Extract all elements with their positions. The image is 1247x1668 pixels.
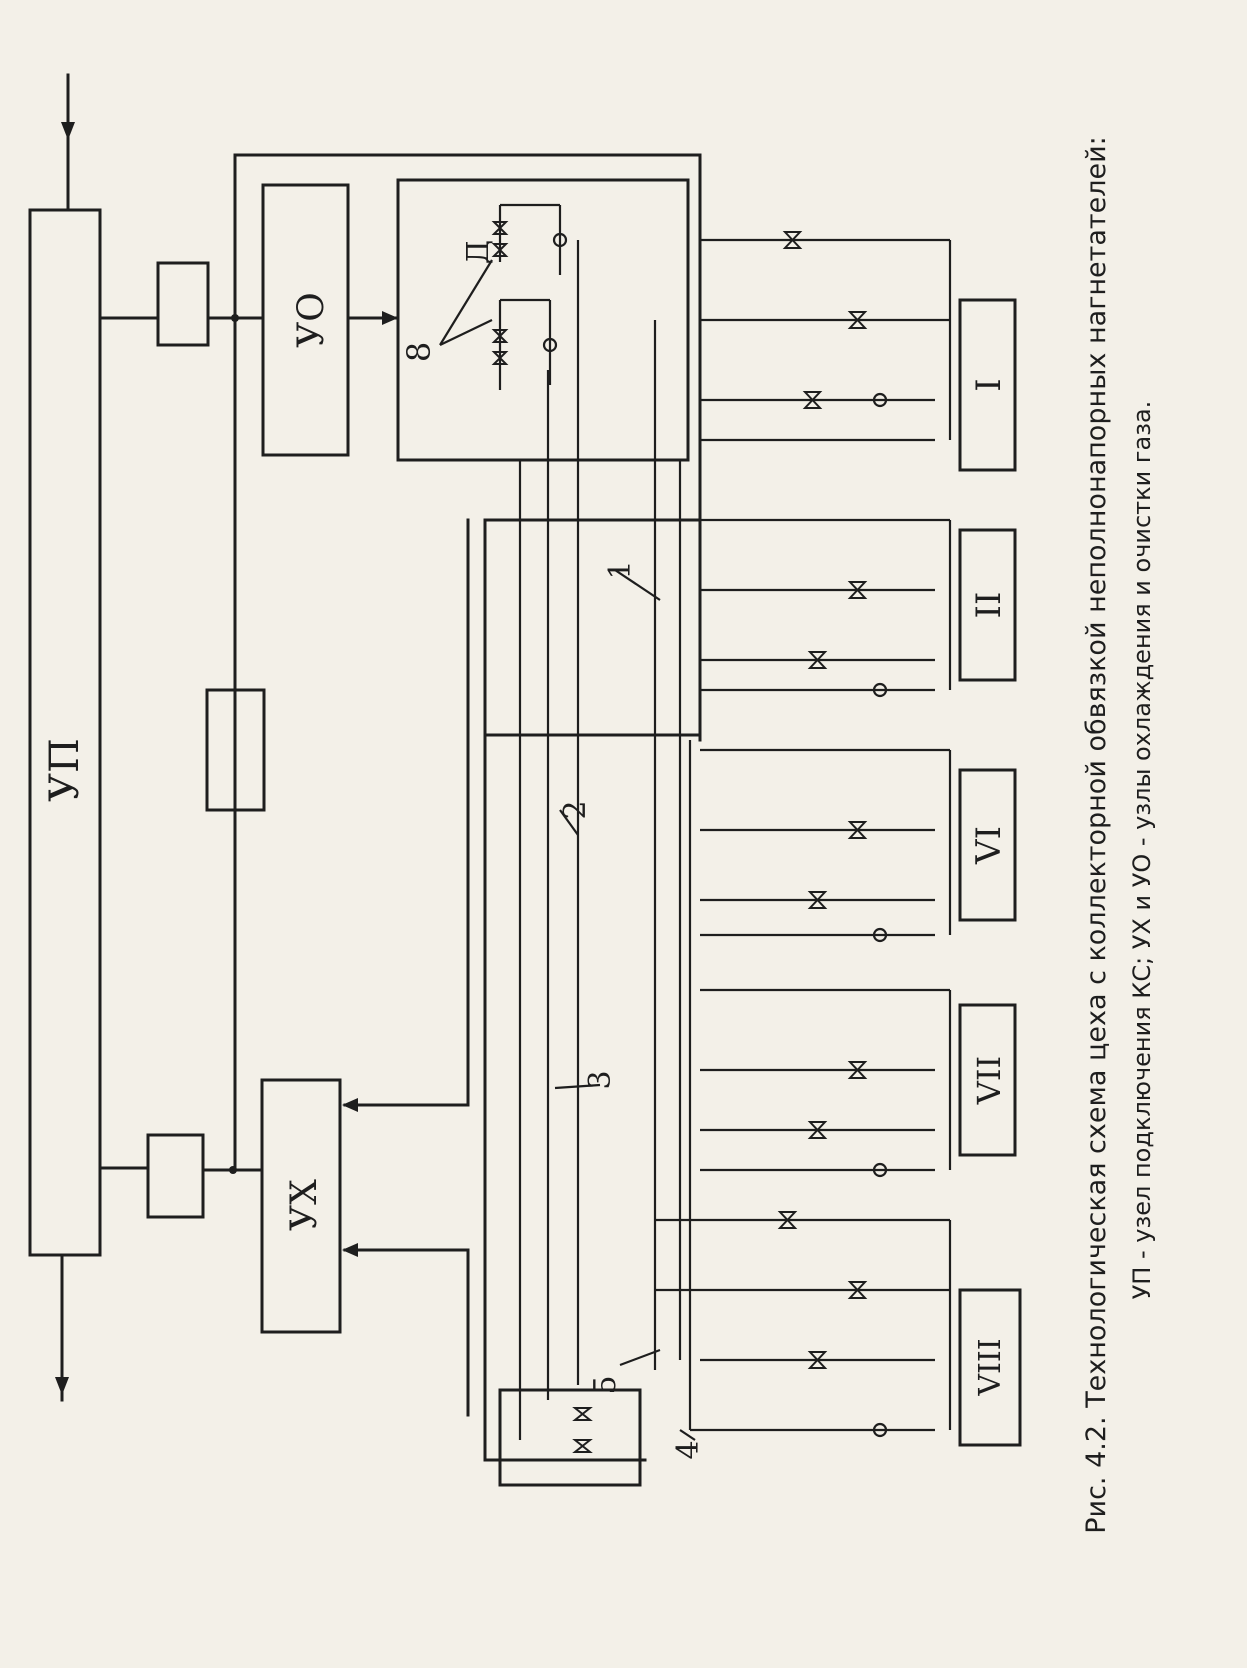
unit-VIII-label: VIII xyxy=(973,1338,1008,1396)
arrow-ux-in-b xyxy=(342,1243,358,1257)
arrow-uo-out xyxy=(382,311,398,325)
gate-valve-b1 xyxy=(491,329,509,343)
uo-box xyxy=(261,183,350,457)
figure-caption-line2: УП - узел подключения КС; УХ и УО - узлы… xyxy=(1128,401,1156,1300)
junction-bottom xyxy=(229,1166,237,1174)
unit-II-string: II xyxy=(700,518,1017,698)
valve-group-8: 8 Д xyxy=(396,178,690,462)
gate-valve-a2 xyxy=(491,243,509,257)
collectors-group: 1 2 3 5 4 xyxy=(483,240,706,1462)
unit-I-check xyxy=(872,392,888,408)
label-1: 1 xyxy=(603,560,638,579)
leader-1 xyxy=(614,569,661,601)
unit-I-gate-2 xyxy=(847,311,868,329)
unit-VI-box xyxy=(958,768,1017,922)
unit-VIII-gate-3 xyxy=(807,1351,828,1369)
unit-VI-string: VI xyxy=(700,748,1017,943)
unit-I-gate-3 xyxy=(802,391,823,409)
unit-I-string: I xyxy=(700,231,1017,472)
valve-box-top xyxy=(156,261,210,347)
unit-VI-label: VI xyxy=(969,826,1009,865)
unit-VIII-string: VIII xyxy=(655,1211,1022,1447)
valve-block-box xyxy=(396,178,690,462)
header-up-box xyxy=(28,208,102,1257)
uo-label: УО xyxy=(291,292,332,348)
leader-4 xyxy=(679,1429,696,1441)
figure-caption-line1: Рис. 4.2. Технологическая схема цеха с к… xyxy=(1081,136,1112,1534)
gate-valve-bottom-2 xyxy=(572,1439,593,1453)
junction-top xyxy=(231,314,239,322)
check-valve-b xyxy=(542,337,558,353)
unit-I-box xyxy=(958,298,1017,472)
unit-VIII-check xyxy=(872,1422,888,1438)
ux-label: УХ xyxy=(284,1179,325,1231)
arrow-ux-in-a xyxy=(342,1098,358,1112)
unit-II-box xyxy=(958,528,1017,682)
header-up-label: УП xyxy=(42,738,88,802)
leader-2 xyxy=(559,809,579,836)
unit-VII-check xyxy=(872,1162,888,1178)
unit-II-label: II xyxy=(969,592,1009,619)
unit-VI-gate-2 xyxy=(807,891,828,909)
leader-3 xyxy=(554,1083,601,1090)
label-5: 5 xyxy=(588,1375,623,1394)
unit-II-gate-2 xyxy=(807,651,828,669)
bottom-valve-loop xyxy=(498,1388,642,1487)
unit-I-label: I xyxy=(969,378,1009,391)
unit-VIII-box xyxy=(958,1288,1022,1447)
label-8: 8 xyxy=(400,342,438,362)
check-valve-a xyxy=(552,232,568,248)
unit-VII-gate-1 xyxy=(847,1061,868,1079)
gate-valve-bottom-1 xyxy=(572,1407,593,1421)
unit-VIII-gate-1 xyxy=(777,1211,798,1229)
outlet-arrow xyxy=(55,1377,69,1395)
gate-valve-b2 xyxy=(491,351,509,365)
ux-box xyxy=(260,1078,342,1334)
unit-VII-box xyxy=(958,1003,1017,1157)
gate-valve-a1 xyxy=(491,221,509,235)
valve-box-bottom xyxy=(146,1133,205,1219)
leader-5 xyxy=(619,1348,661,1367)
main-header-group: УП xyxy=(28,73,102,1402)
label-3: 3 xyxy=(583,1070,618,1089)
unit-II-gate-1 xyxy=(847,581,868,599)
unit-VIII-gate-2 xyxy=(847,1281,868,1299)
leader-8-a xyxy=(439,319,493,346)
unit-VI-check xyxy=(872,927,888,943)
unit-I-gate-1 xyxy=(782,231,803,249)
unit-VII-string: VII xyxy=(700,988,1017,1178)
label-2: 2 xyxy=(558,800,593,819)
unit-VII-label: VII xyxy=(970,1056,1008,1105)
label-4: 4 xyxy=(671,1440,706,1459)
label-d: Д xyxy=(461,240,496,264)
valve-box-middle xyxy=(205,688,266,812)
inlet-arrow xyxy=(61,122,75,140)
unit-VII-gate-2 xyxy=(807,1121,828,1139)
leader-8-b xyxy=(439,259,493,346)
unit-II-check xyxy=(872,682,888,698)
unit-VI-gate-1 xyxy=(847,821,868,839)
